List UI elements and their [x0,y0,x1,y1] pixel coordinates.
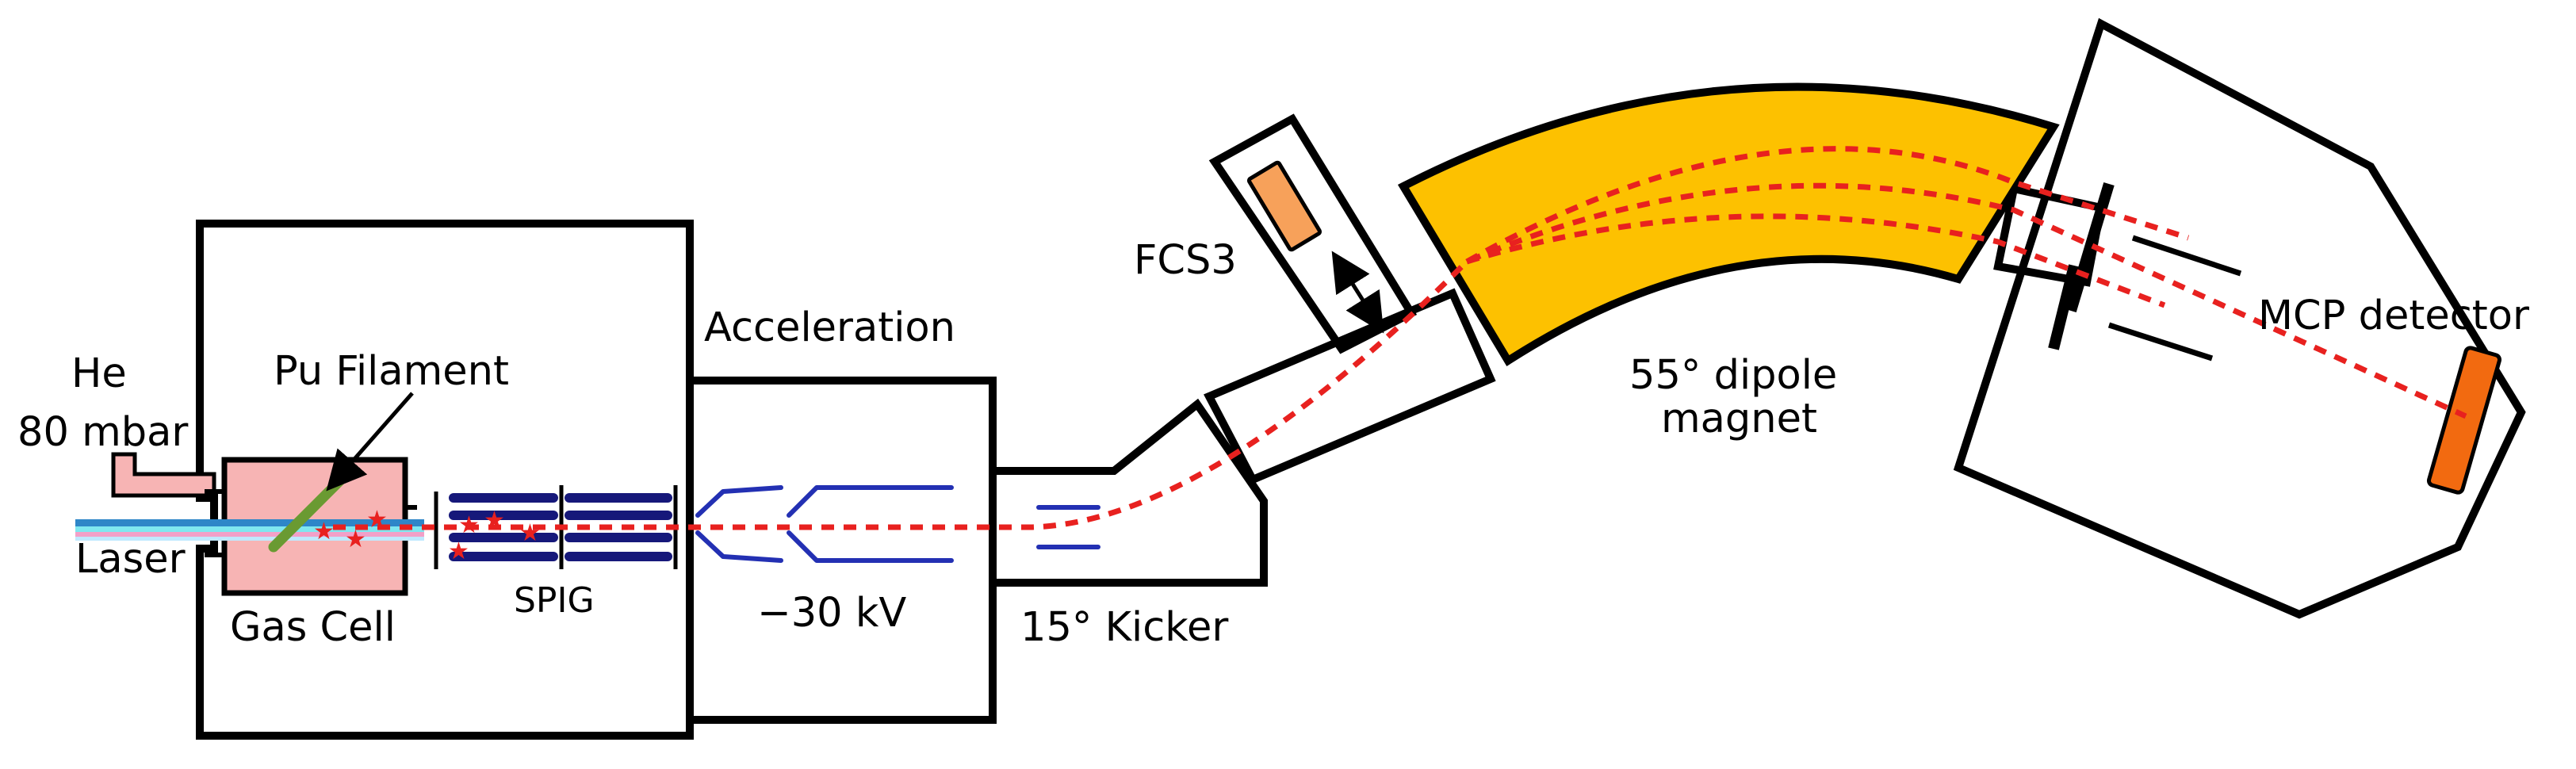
label-dipole-line1: 55° dipole [1629,352,1837,399]
ion-star: ★ [448,538,469,565]
ion-beam-trajectory-lower [1465,213,2166,308]
mcp-detector [2426,346,2502,495]
label-gas-cell: Gas Cell [230,604,396,651]
ion-star: ★ [313,518,335,545]
acceleration-electrode-bottom-1 [695,530,783,563]
label-laser: Laser [75,536,186,583]
label-spig: SPIG [514,580,595,621]
acceleration-electrode-top-1 [695,485,783,518]
label-kicker: 15° Kicker [1020,604,1228,651]
ion-star: ★ [345,526,366,553]
pu-filament-pointer [326,392,414,492]
fcs3-movement-arrow [1331,251,1384,334]
laser-beam-cyan [75,526,424,532]
ion-star: ★ [484,507,505,534]
label-mcp-detector: MCP detector [2258,293,2529,339]
ion-star: ★ [458,511,480,539]
label-acceleration: Acceleration [704,304,955,351]
acceleration-electrode-top-2 [787,485,954,518]
label-he: He [71,350,127,397]
kicker-chamber [989,398,1268,587]
detector-slit-bar-1 [2065,182,2115,313]
ion-markers: ★ ★ ★ ★ ★ ★ ★ [313,506,541,565]
mcp-detector-chamber [1953,17,2526,619]
detector-slit-bar-2 [2048,264,2080,350]
beam-pipe-to-magnet [1204,288,1496,485]
label-fcs3: FCS3 [1134,237,1237,284]
label-pu-filament: Pu Filament [274,348,509,395]
detector-electrode-upper [2131,235,2242,277]
dipole-magnet [1397,82,2060,366]
detector-electrode-lower [2107,322,2214,362]
label-pressure: 80 mbar [17,409,188,456]
acceleration-chamber [686,377,997,724]
gas-inlet-pipe [111,452,216,498]
ion-star: ★ [366,506,388,534]
ion-beam-main [333,182,2467,530]
ion-beam-trajectory-upper [1465,146,2190,265]
fcs3-faraday-cup [1246,160,1322,252]
acceleration-electrodes [695,485,954,563]
spig-rods [449,493,672,561]
laser-beam-blue [75,519,424,526]
ion-star: ★ [519,519,541,547]
acceleration-electrode-bottom-2 [787,530,954,563]
label-voltage: −30 kV [757,590,906,637]
laser-beam-pink [75,532,424,537]
ion-beam [333,146,2467,530]
label-dipole-line2: magnet [1661,396,1817,442]
laser-beam-light [75,537,424,541]
